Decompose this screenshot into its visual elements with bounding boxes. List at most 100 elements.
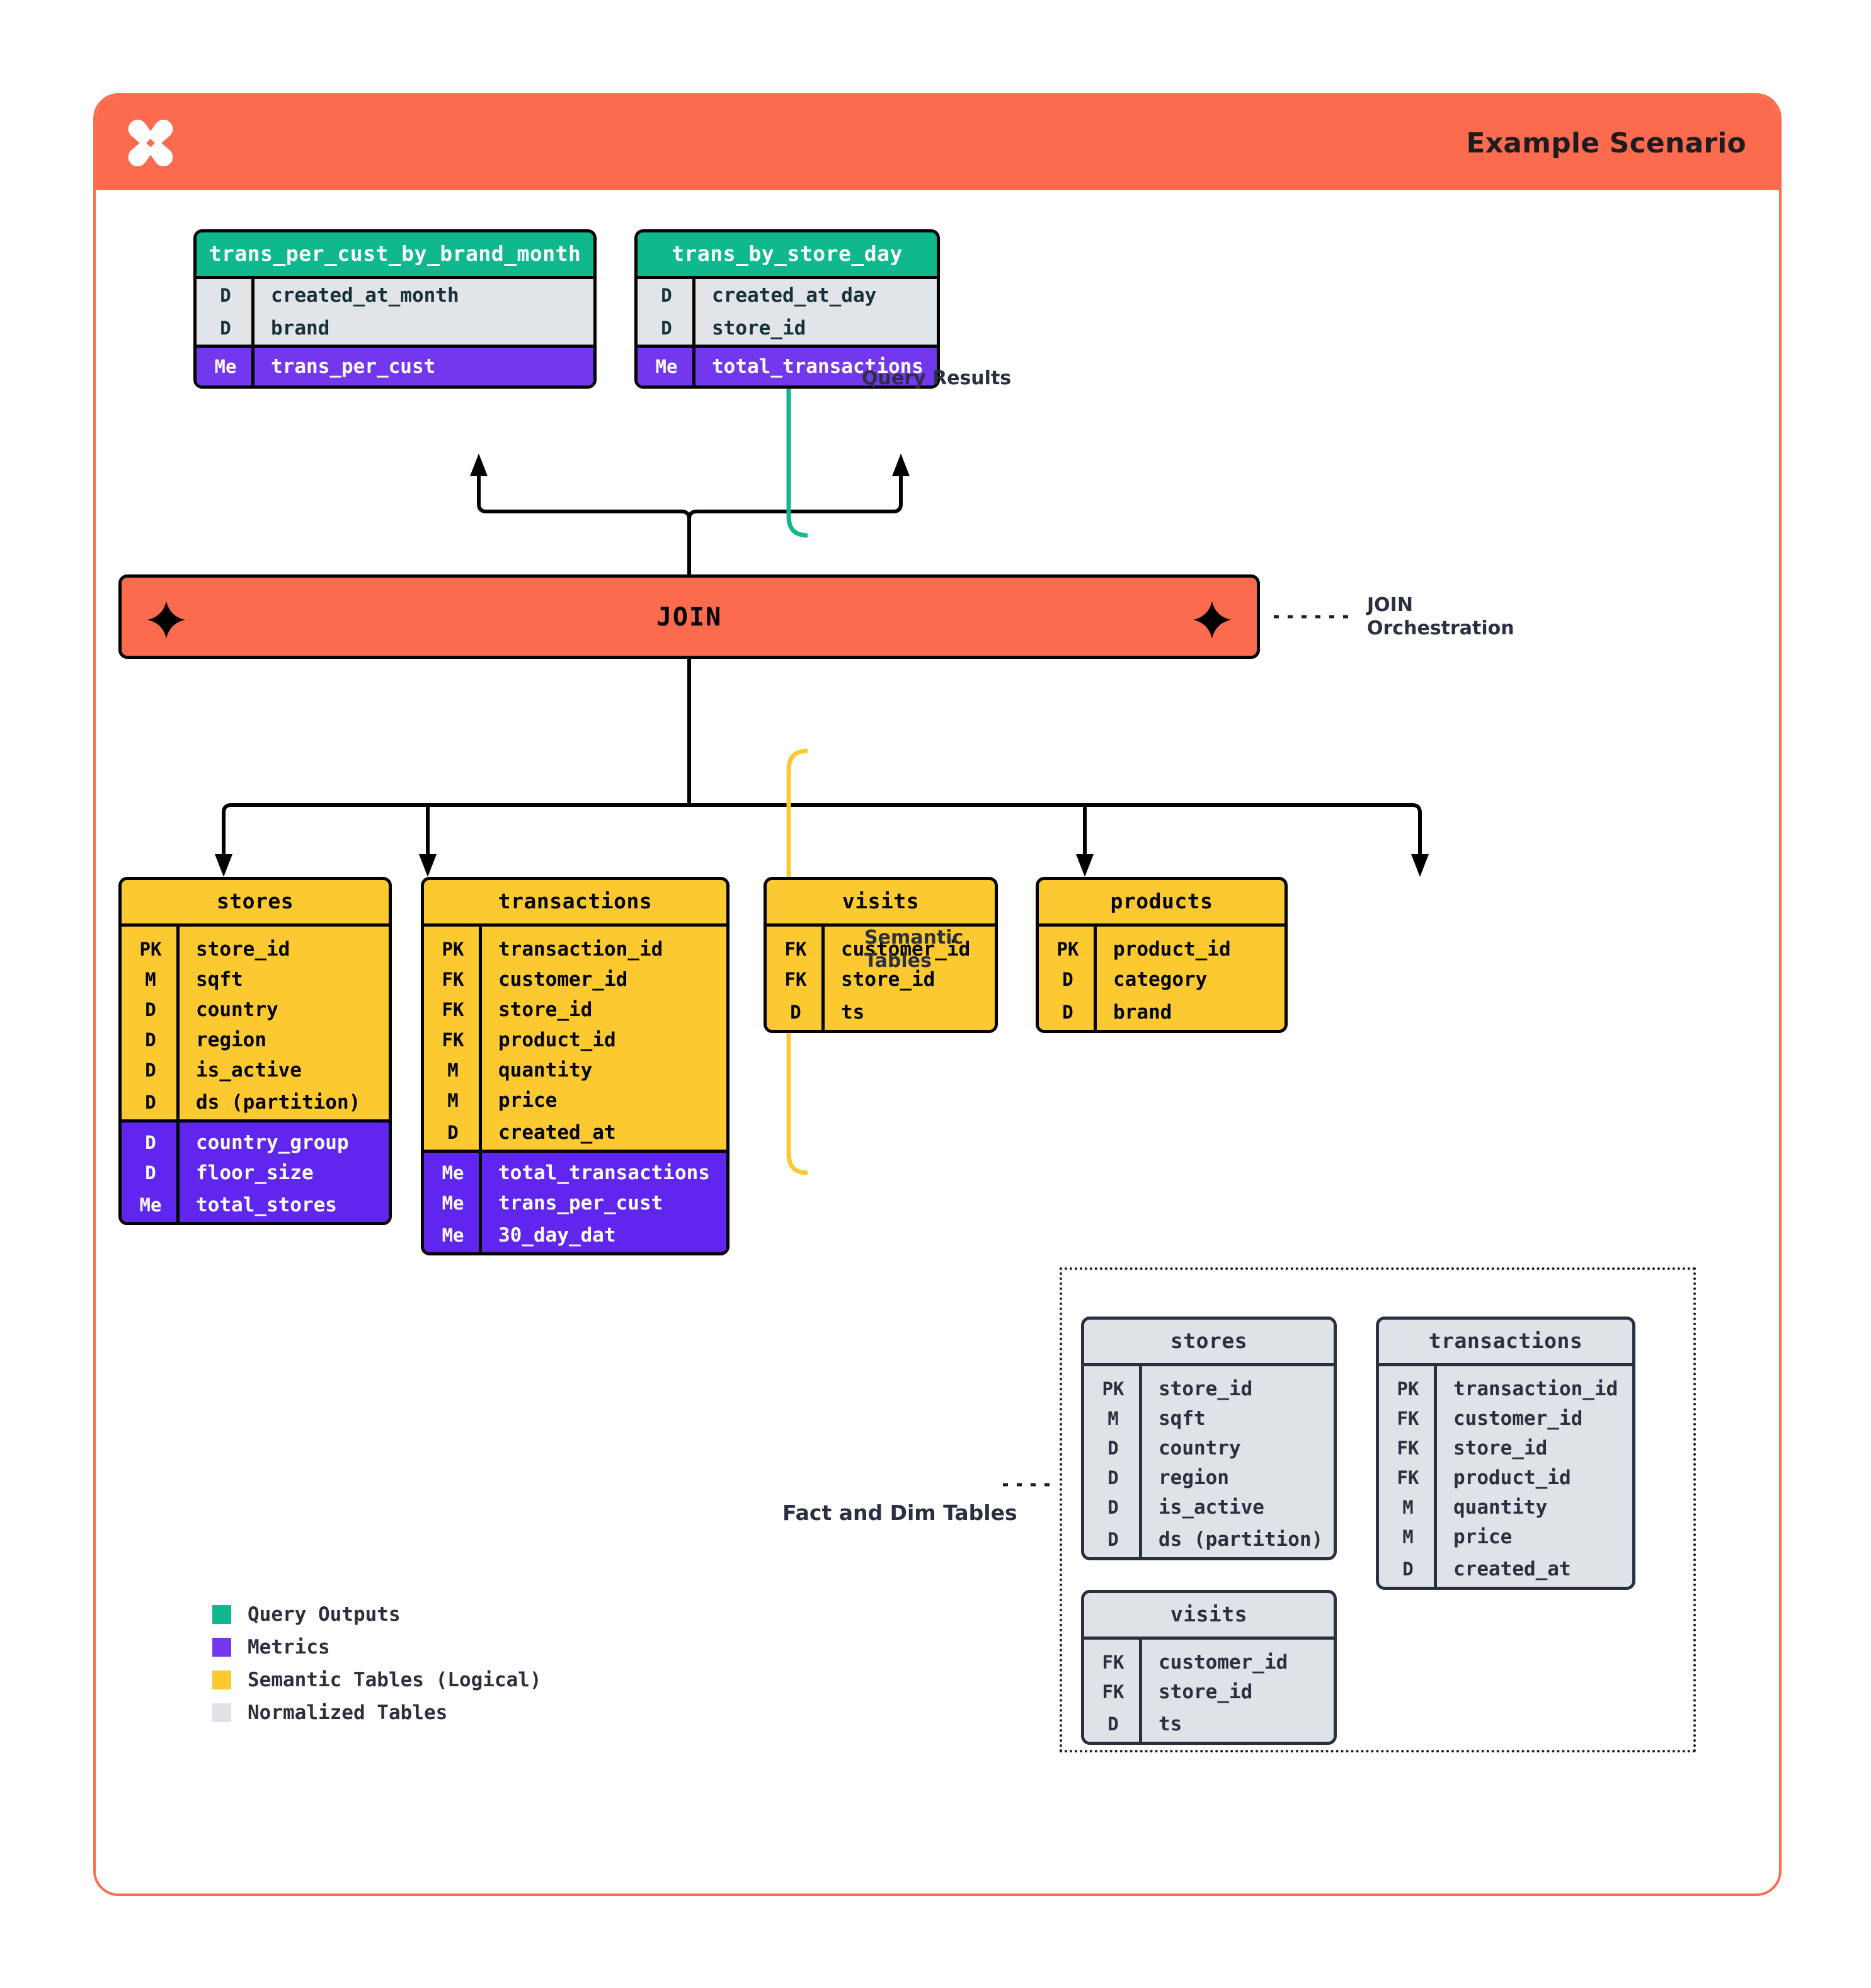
table-header: stores (1084, 1320, 1334, 1363)
table-row: FK customer_id (767, 927, 995, 964)
row-key: Me (139, 1194, 162, 1216)
row-field: product_id (498, 1029, 616, 1051)
table-row: D created_at_day (638, 279, 937, 312)
legend-item: Metrics (212, 1631, 542, 1664)
table-row: FK store_id (424, 995, 726, 1025)
legend-swatch-semantic-tables (212, 1671, 231, 1689)
row-field: region (1159, 1466, 1229, 1489)
legend-swatch-normalized-tables (212, 1703, 231, 1722)
sparkle-icon (1193, 601, 1231, 639)
row-key: FK (1397, 1407, 1419, 1429)
row-field: store_id (1159, 1680, 1253, 1703)
legend-item: Query Outputs (212, 1598, 542, 1631)
row-key: M (1402, 1496, 1414, 1518)
row-field: customer_id (1453, 1407, 1583, 1430)
row-field: store_id (498, 998, 593, 1021)
row-key: FK (1102, 1681, 1124, 1703)
row-key: D (1107, 1437, 1119, 1459)
row-field: customer_id (841, 938, 971, 961)
row-key: Me (442, 1225, 464, 1246)
row-key: FK (442, 1029, 464, 1051)
legend-label: Semantic Tables (Logical) (248, 1669, 542, 1691)
row-field: country (1159, 1436, 1241, 1460)
row-field: total_transactions (712, 355, 924, 378)
row-field: created_at_month (271, 284, 459, 307)
row-field: is_active (1159, 1495, 1264, 1519)
row-key: D (145, 1060, 156, 1081)
table-header: transactions (1379, 1320, 1632, 1363)
table-header: products (1039, 880, 1285, 923)
row-field: created_at (498, 1121, 616, 1144)
join-orchestration-bar[interactable]: JOIN (118, 574, 1260, 659)
query-result-table-0[interactable]: trans_per_cust_by_brand_month D created_… (193, 229, 597, 389)
row-key: D (145, 999, 156, 1020)
row-field: total_transactions (498, 1162, 710, 1184)
row-field: product_id (1453, 1466, 1571, 1489)
query-result-table-1[interactable]: trans_by_store_day D created_at_day D st… (634, 229, 940, 389)
row-key: FK (442, 999, 464, 1020)
row-key: M (447, 1090, 459, 1111)
table-header: stores (122, 880, 389, 923)
row-field: 30_day_dat (498, 1224, 616, 1247)
row-field: floor_size (196, 1162, 314, 1184)
row-key: D (1402, 1558, 1414, 1580)
card-header: Example Scenario (96, 96, 1779, 190)
row-key: Me (655, 356, 678, 377)
row-field: sqft (196, 968, 243, 991)
row-field: store_id (1453, 1436, 1548, 1460)
row-field: created_at (1453, 1558, 1571, 1580)
row-field: trans_per_cust (271, 355, 436, 378)
legend-swatch-metrics (212, 1638, 231, 1657)
row-key: FK (784, 939, 807, 960)
row-field: created_at_day (712, 284, 877, 307)
row-key: M (1402, 1526, 1414, 1548)
table-header: trans_per_cust_by_brand_month (197, 232, 593, 276)
annotation-join-line2: Orchestration (1367, 617, 1514, 640)
row-key: PK (1056, 939, 1079, 960)
table-row: Me total_transactions (638, 348, 937, 386)
table-row: FK store_id (1084, 1677, 1334, 1706)
legend: Query Outputs Metrics Semantic Tables (L… (212, 1598, 542, 1729)
legend-label: Metrics (248, 1636, 330, 1659)
row-field: trans_per_cust (498, 1192, 663, 1214)
row-field: price (498, 1089, 558, 1112)
row-key: D (661, 317, 672, 339)
row-key: PK (1102, 1378, 1124, 1400)
row-key: Me (214, 356, 237, 377)
annotation-semantic-line2: Tables (864, 950, 932, 973)
row-key: PK (139, 939, 162, 960)
xero-x-logo-icon (128, 119, 173, 167)
table-row: FK customer_id (1379, 1403, 1632, 1433)
sparkle-icon (147, 601, 185, 639)
